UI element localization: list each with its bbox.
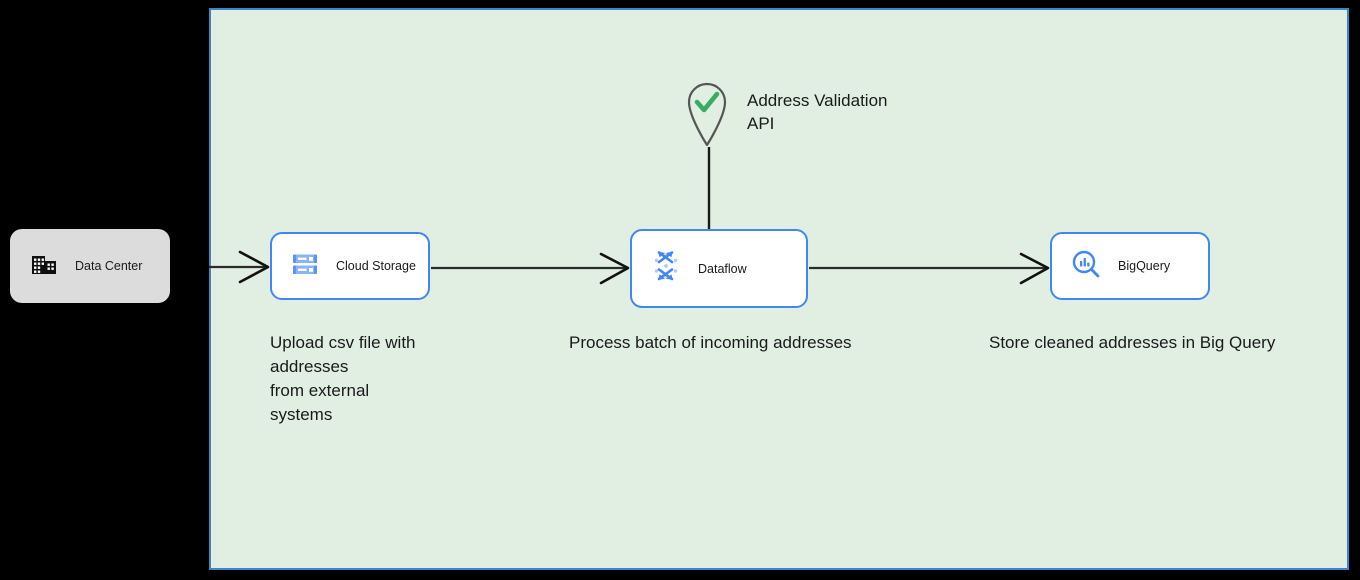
node-address-validation-api[interactable]: Address Validation API bbox=[684, 75, 888, 152]
node-label-data-center: Data Center bbox=[75, 259, 143, 273]
cloud-storage-icon bbox=[290, 249, 320, 284]
node-label-bigquery: BigQuery bbox=[1118, 259, 1171, 273]
node-label-address-validation-api: Address Validation API bbox=[747, 91, 888, 133]
dataflow-icon bbox=[650, 249, 682, 288]
node-label-cloud-storage: Cloud Storage bbox=[336, 259, 416, 273]
node-dataflow[interactable]: Dataflow bbox=[630, 229, 808, 308]
caption-upload: Upload csv file with addresses from exte… bbox=[270, 333, 416, 424]
node-bigquery[interactable]: BigQuery bbox=[1050, 232, 1210, 300]
data-center-building-icon bbox=[30, 250, 58, 283]
node-label-dataflow: Dataflow bbox=[698, 261, 747, 276]
map-pin-check-icon bbox=[684, 75, 730, 152]
caption-process: Process batch of incoming addresses bbox=[569, 333, 852, 352]
bigquery-icon bbox=[1070, 248, 1102, 285]
node-data-center[interactable]: Data Center bbox=[10, 229, 170, 303]
node-cloud-storage[interactable]: Cloud Storage bbox=[270, 232, 430, 300]
caption-store: Store cleaned addresses in Big Query bbox=[989, 333, 1276, 352]
